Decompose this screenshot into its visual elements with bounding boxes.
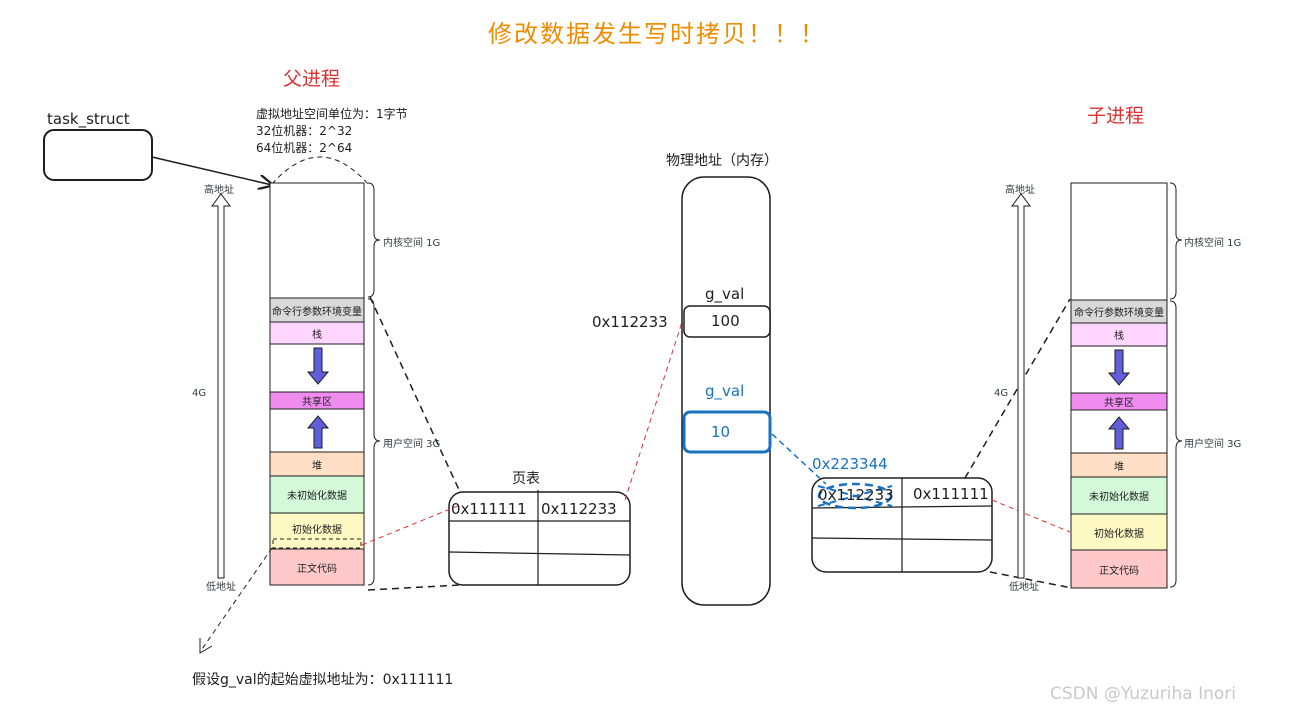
parent-pt-connector-top [369, 296, 461, 493]
child-seg-heap: 堆 [1114, 461, 1124, 473]
parent-process-label: 父进程 [283, 68, 341, 90]
parent-user-brace [367, 298, 381, 586]
child-kernel-label: 内核空间 1G [1184, 238, 1242, 249]
child-address-space [1070, 182, 1168, 589]
memory-cell-old-var: g_val [705, 285, 745, 303]
parent-pt-connector-bottom [367, 584, 461, 591]
parent-seg-cmdline: 命令行参数环境变量 [272, 306, 362, 318]
physical-memory-label: 物理地址（内存） [666, 153, 778, 169]
child-seg-text: 正文代码 [1099, 565, 1139, 577]
memory-cell-old-address: 0x112233 [592, 313, 668, 331]
child-pt-old-physical: 0x112233 [818, 486, 894, 504]
memory-cell-new [682, 410, 772, 454]
child-data-to-pt [991, 499, 1071, 533]
parent-user-label: 用户空间 3G [383, 439, 441, 450]
note-line: 虚拟地址空间单位为：1字节 [256, 107, 408, 121]
physical-memory-box [681, 176, 771, 606]
footnote-pointer [199, 547, 273, 653]
memory-cell-new-var: g_val [705, 382, 745, 400]
child-pt-to-new-memory [771, 433, 827, 485]
footnote-arrowhead [199, 638, 213, 654]
child-pt-connector-bottom [989, 571, 1073, 589]
parent-pt-to-memory [624, 321, 683, 501]
child-user-label: 用户空间 3G [1184, 439, 1242, 450]
heap-grow-arrow [306, 415, 330, 449]
memory-cell-new-value: 10 [711, 423, 731, 441]
memory-cell-old [683, 305, 771, 338]
child-kernel-brace [1169, 182, 1183, 300]
task-struct-box [43, 129, 153, 181]
watermark: CSDN @Yuzuriha Inori [1050, 684, 1236, 704]
parent-pt-physical: 0x112233 [541, 500, 617, 518]
memory-cell-new-address: 0x223344 [812, 455, 888, 473]
parent-seg-heap: 堆 [312, 460, 322, 472]
child-user-brace [1169, 300, 1183, 588]
parent-high-addr: 高地址 [204, 185, 234, 196]
task-struct-pointer [151, 156, 272, 185]
child-low-addr: 低地址 [1009, 582, 1039, 593]
strike-ellipse [817, 482, 893, 510]
child-page-table [811, 477, 993, 573]
child-high-addr: 高地址 [1005, 185, 1035, 196]
parent-range-arrow [211, 193, 231, 579]
child-pt-connector-top [964, 298, 1071, 479]
stack-grow-arrow [306, 347, 330, 385]
child-size-label: 4G [994, 388, 1009, 399]
child-seg-data: 初始化数据 [1094, 528, 1144, 540]
child-heap-grow-arrow [1107, 416, 1131, 450]
note-line: 64位机器：2^64 [256, 141, 353, 155]
parent-data-to-pt [361, 504, 461, 546]
parent-arc [271, 156, 369, 185]
child-seg-cmdline: 命令行参数环境变量 [1074, 308, 1164, 319]
parent-low-addr: 低地址 [206, 582, 236, 593]
child-stack-grow-arrow [1107, 349, 1131, 386]
parent-seg-stack: 栈 [312, 329, 322, 341]
parent-pt-virtual: 0x111111 [451, 500, 527, 518]
address-space-notes: 虚拟地址空间单位为：1字节 32位机器：2^32 64位机器：2^64 [256, 106, 408, 157]
note-line: 32位机器：2^32 [256, 124, 353, 138]
child-process-label: 子进程 [1087, 105, 1145, 127]
child-seg-shared: 共享区 [1104, 398, 1134, 409]
diagram-title: 修改数据发生写时拷贝！！！ [488, 20, 826, 48]
child-range-arrow [1011, 193, 1031, 579]
child-pt-virtual: 0x111111 [913, 485, 989, 503]
parent-kernel-brace [367, 182, 381, 298]
page-table-label: 页表 [512, 471, 540, 487]
parent-seg-data: 初始化数据 [292, 524, 342, 536]
parent-seg-bss: 未初始化数据 [287, 491, 347, 502]
parent-kernel-label: 内核空间 1G [383, 238, 441, 249]
footnote: 假设g_val的起始虚拟地址为：0x111111 [192, 672, 454, 688]
parent-size-label: 4G [192, 388, 207, 399]
task-struct-label: task_struct [47, 110, 130, 128]
parent-seg-text: 正文代码 [297, 563, 337, 575]
parent-seg-shared: 共享区 [302, 397, 332, 408]
child-seg-bss: 未初始化数据 [1089, 492, 1149, 503]
child-seg-stack: 栈 [1114, 331, 1124, 342]
parent-page-table [448, 490, 631, 586]
strike-line-2 [817, 485, 893, 507]
memory-cell-old-value: 100 [711, 312, 740, 330]
